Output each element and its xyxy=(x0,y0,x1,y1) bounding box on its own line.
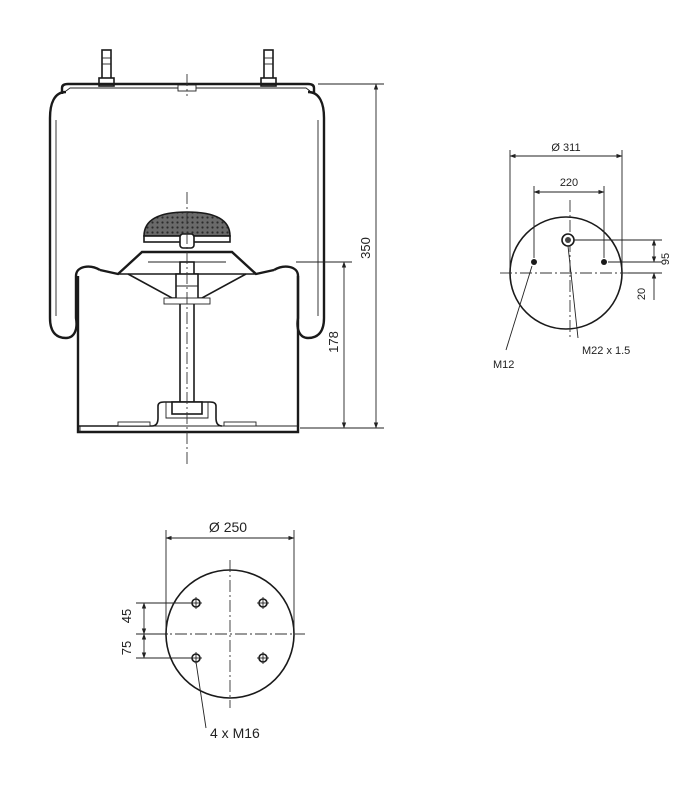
piston xyxy=(76,192,300,465)
stud-hole-left xyxy=(531,259,537,265)
label-bolt-thread: 4 x M16 xyxy=(210,725,260,741)
label-offset-lower: 20 xyxy=(636,288,648,300)
label-stud-spacing: 220 xyxy=(560,177,578,189)
dimension-top-offsets: 95 20 xyxy=(574,239,672,300)
label-stud-thread: M12 xyxy=(493,359,514,371)
dimension-bottom-spacing: 45 75 xyxy=(119,602,192,659)
label-height-piston: 178 xyxy=(326,331,341,353)
callout-stud-thread: M12 xyxy=(493,265,533,371)
stud-hole-right xyxy=(601,259,607,265)
mounting-stud-right xyxy=(260,49,277,87)
mounting-stud-left xyxy=(98,49,115,87)
dimension-height-total: 350 xyxy=(300,83,384,429)
dimension-height-piston: 178 xyxy=(296,261,352,429)
dimension-stud-spacing: 220 xyxy=(533,177,605,258)
label-bottom-diameter: Ø 250 xyxy=(209,519,247,535)
callout-air-port-thread: M22 x 1.5 xyxy=(567,245,630,357)
callout-bolt-thread: 4 x M16 xyxy=(195,661,260,741)
dimension-top-diameter: Ø 311 xyxy=(509,142,623,270)
side-view: 350 178 xyxy=(48,49,384,465)
label-spacing-upper: 45 xyxy=(119,609,134,623)
air-port xyxy=(561,233,575,247)
label-spacing-lower: 75 xyxy=(119,641,134,655)
top-plate-view: Ø 311 220 95 20 M12 M22 x 1.5 xyxy=(493,142,672,371)
label-offset-upper: 95 xyxy=(660,253,672,265)
top-plate xyxy=(60,74,316,96)
bottom-plate-view: Ø 250 45 75 4 x M16 xyxy=(119,519,305,741)
dimension-bottom-diameter: Ø 250 xyxy=(165,519,295,632)
label-air-port-thread: M22 x 1.5 xyxy=(582,345,630,357)
label-height-total: 350 xyxy=(358,237,373,259)
bellows xyxy=(48,90,326,340)
label-top-diameter: Ø 311 xyxy=(551,142,580,154)
